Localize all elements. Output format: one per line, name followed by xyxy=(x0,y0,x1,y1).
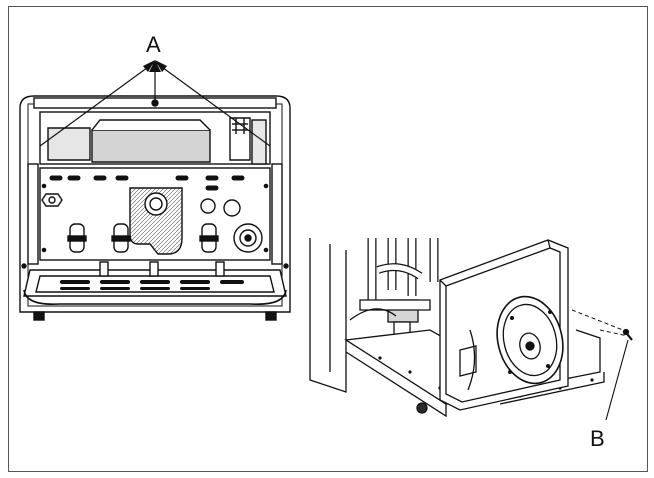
callout-label-a: A xyxy=(146,32,161,57)
callout-b-leader xyxy=(605,339,629,421)
callout-label-b: B xyxy=(590,426,605,451)
callout-a-arrowheads xyxy=(143,60,167,72)
boiler-open-view xyxy=(309,238,633,418)
boiler-front-view xyxy=(19,95,291,321)
